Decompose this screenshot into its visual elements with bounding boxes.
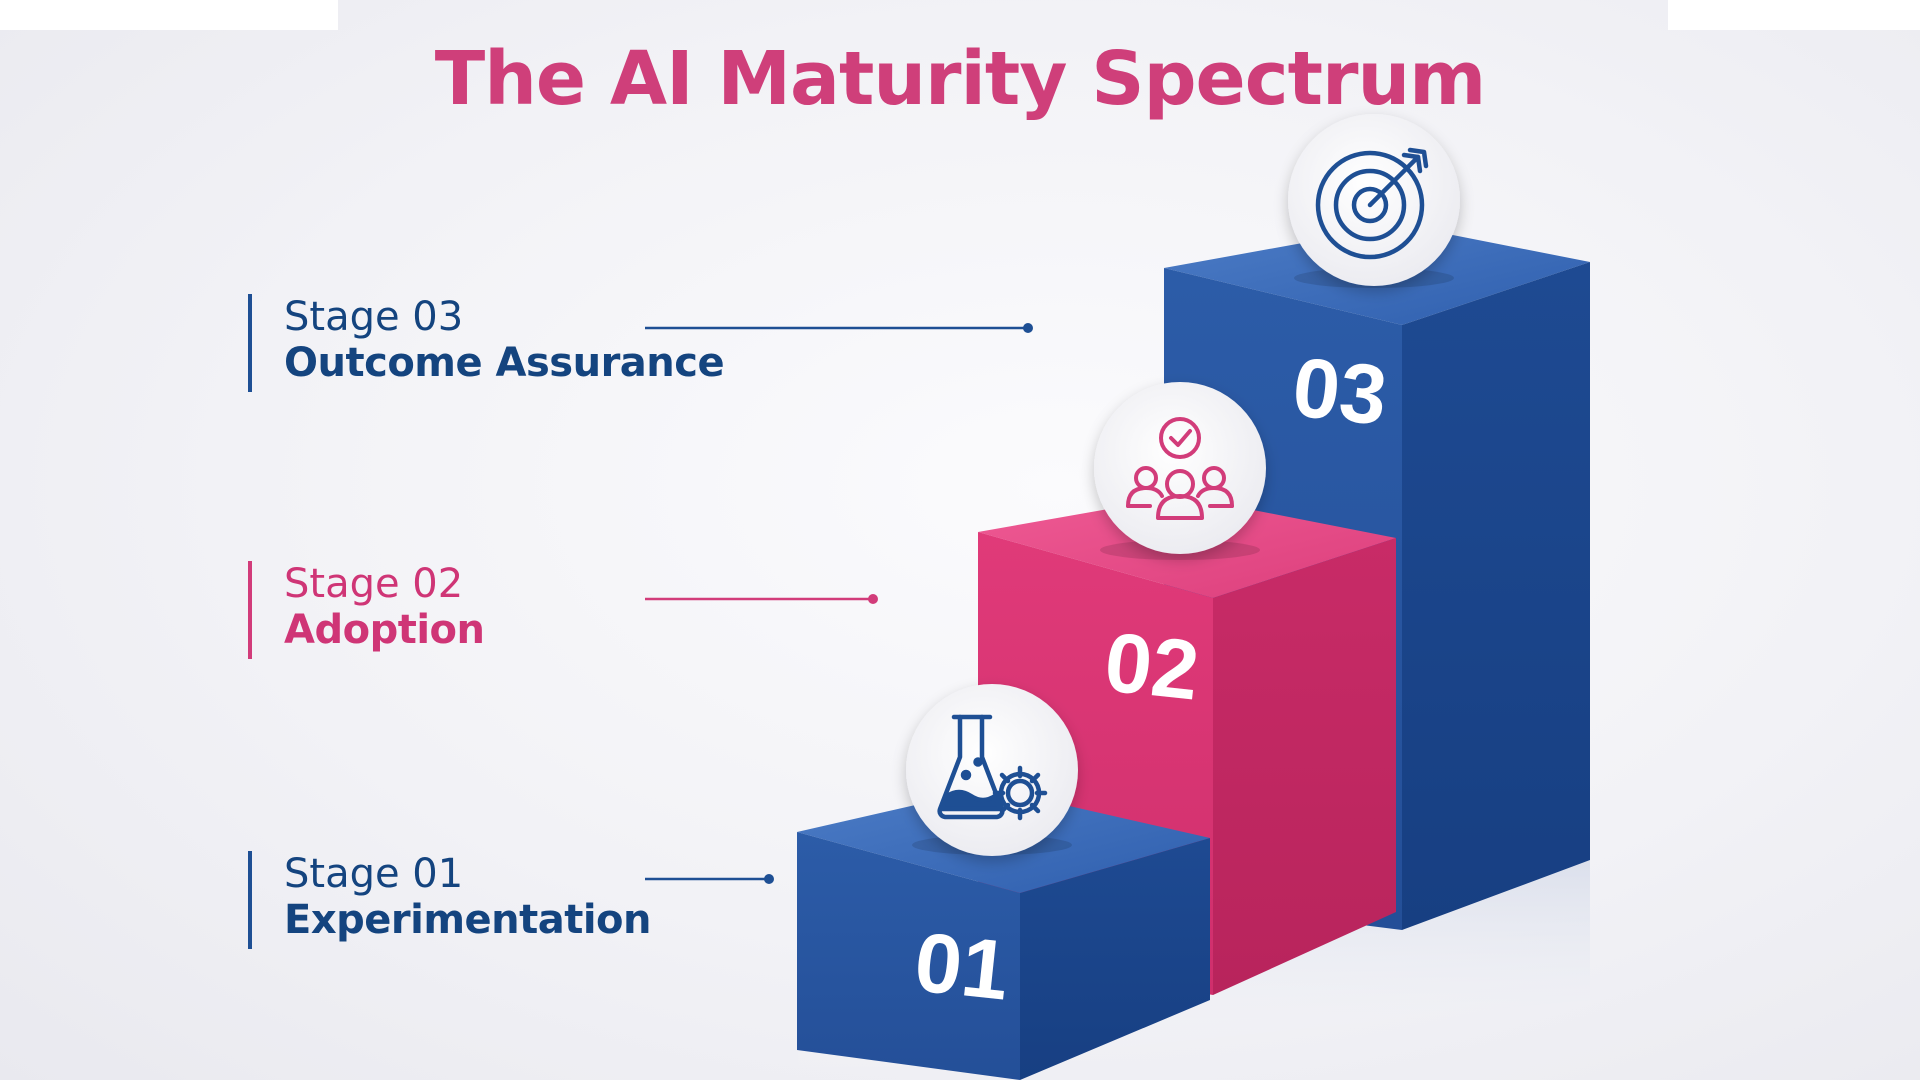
flask-gear-icon [937,714,1048,821]
stage-3-label: Stage 03 Outcome Assurance [248,294,725,392]
stage-1-badge [906,684,1078,856]
block-01-label: 01 [911,914,1014,1017]
stage-2-label: Stage 02 Adoption [248,561,485,659]
connector-stage-1 [645,874,774,884]
stage-2-name: Adoption [284,607,485,653]
stage-1-label: Stage 01 Experimentation [248,851,652,949]
stage-1-name: Experimentation [284,897,652,943]
stage-3-badge [1288,114,1460,288]
connector-stage-2 [645,594,878,604]
connector-stage-3 [645,323,1033,333]
top-left-corner-panel [0,0,338,30]
stage-1-number: Stage 01 [284,851,464,897]
stage-3-number: Stage 03 [284,294,464,340]
block-03-label: 03 [1289,339,1392,442]
target-arrow-icon [1315,147,1429,260]
stage-3-name: Outcome Assurance [284,340,725,386]
block-02-label: 02 [1101,614,1204,717]
stage-2-badge [1094,382,1266,560]
page-title: The AI Maturity Spectrum [434,36,1487,122]
stage-2-number: Stage 02 [284,561,464,607]
top-right-corner-panel [1668,0,1920,30]
team-check-icon [1126,417,1234,520]
